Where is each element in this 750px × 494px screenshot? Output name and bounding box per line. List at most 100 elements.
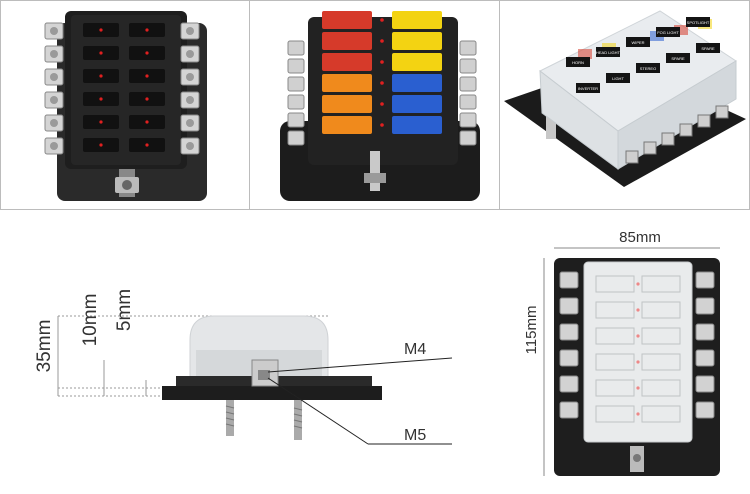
- terminal-screw: [287, 112, 305, 128]
- led-indicator: [636, 412, 640, 416]
- fuse-outline: [641, 379, 681, 397]
- fuse-outline: [595, 301, 635, 319]
- terminal-screw: [559, 297, 579, 315]
- fuse-outline: [595, 353, 635, 371]
- side-dimension-drawing: 35mm 10mm 5mm M4 M5: [34, 289, 453, 445]
- label-sticker: [576, 83, 600, 93]
- side-bolt: [546, 111, 556, 139]
- terminal-screw: [287, 58, 305, 74]
- dim-10-label: 10mm: [80, 294, 101, 347]
- terminal-screw: [287, 40, 305, 56]
- terminal-screws: [44, 22, 200, 155]
- photo-fuse-block-top: [0, 0, 250, 210]
- fuse-outline: [641, 301, 681, 319]
- terminal-screw: [559, 271, 579, 289]
- label-stickers: HORN HEAD LIGHT WIPER FOG LIGHT SPOTLIGHT INV…: [566, 17, 720, 93]
- terminal-screw: [559, 323, 579, 341]
- led-indicator: [636, 282, 640, 286]
- terminal-screw: [287, 94, 305, 110]
- terminal-screw: [695, 375, 715, 393]
- terminal-screw: [625, 150, 639, 164]
- colored-fuses: [322, 11, 442, 134]
- led-indicator: [145, 28, 149, 32]
- label-sticker-text: HORN: [572, 60, 584, 65]
- fuse: [578, 49, 592, 59]
- label-sticker-text: SPARE: [701, 46, 715, 51]
- label-sticker: [596, 47, 620, 57]
- terminal-screw: [287, 130, 305, 146]
- label-sticker-text: INVERTER: [578, 86, 598, 91]
- fuse: [322, 53, 372, 71]
- label-sticker-text: FOG LIGHT: [657, 30, 679, 35]
- terminal-screw: [459, 58, 477, 74]
- label-sticker: [656, 27, 680, 37]
- fuse-outline: [595, 405, 635, 423]
- top-dimension-drawing: 85mm 115mm: [523, 229, 720, 476]
- callout-m4-line: [267, 357, 453, 373]
- photo-fuse-block-covered: HORN HEAD LIGHT WIPER FOG LIGHT SPOTLIGHT INV…: [499, 0, 750, 210]
- label-sticker: [666, 53, 690, 63]
- height-dim-label: 115mm: [523, 306, 540, 355]
- label-sticker-text: STEREO: [640, 66, 656, 71]
- led-indicator: [380, 60, 384, 64]
- center-bolt: [370, 151, 380, 191]
- fuse-block-top-svg: [44, 11, 207, 201]
- fuse: [322, 74, 372, 92]
- fuse-slots: [83, 23, 165, 152]
- label-sticker: [636, 63, 660, 73]
- led-indicator: [99, 74, 103, 78]
- led-indicator: [99, 51, 103, 55]
- fuse-outlines: [595, 275, 681, 423]
- photo-fuse-block-colored: [249, 0, 500, 210]
- led-indicator: [145, 74, 149, 78]
- label-sticker: [626, 37, 650, 47]
- callout-m5-line: [267, 377, 369, 445]
- terminal-screw: [695, 401, 715, 419]
- fuse-outline: [641, 353, 681, 371]
- terminal-screw: [661, 132, 675, 146]
- fuse: [392, 116, 442, 134]
- label-sticker: [606, 73, 630, 83]
- terminal-screw: [643, 141, 657, 155]
- fuse: [674, 25, 688, 35]
- fuse: [322, 116, 372, 134]
- fuse: [322, 32, 372, 50]
- fuse: [322, 95, 372, 113]
- fuse-outline: [595, 275, 635, 293]
- led-indicator: [636, 360, 640, 364]
- led-indicator: [380, 102, 384, 106]
- fuse-outline: [595, 379, 635, 397]
- fuse-outline: [595, 327, 635, 345]
- fuse-outline: [641, 275, 681, 293]
- fuse-outline: [641, 405, 681, 423]
- cover-top: [583, 261, 693, 443]
- terminal-screw: [715, 105, 729, 119]
- label-sticker-text: HEAD LIGHT: [596, 50, 621, 55]
- terminal-screw: [679, 123, 693, 137]
- terminal-screw: [459, 112, 477, 128]
- terminal-screw: [695, 297, 715, 315]
- terminal-screw: [697, 114, 711, 128]
- fuse-block-covered-svg: HORN HEAD LIGHT WIPER FOG LIGHT SPOTLIGHT INV…: [504, 10, 746, 187]
- label-sticker-text: LIGHT: [612, 76, 624, 81]
- label-sticker-text: WIPER: [631, 40, 644, 45]
- terminal-screws: [559, 271, 715, 419]
- fuse: [392, 74, 442, 92]
- terminal-screw: [459, 40, 477, 56]
- led-indicator: [636, 334, 640, 338]
- led-indicator: [99, 143, 103, 147]
- led-indicator: [99, 120, 103, 124]
- terminal-screws: [287, 40, 477, 146]
- terminal-screws: [625, 105, 729, 164]
- led-indicator: [636, 308, 640, 312]
- terminal-screw: [559, 401, 579, 419]
- fuse: [392, 95, 442, 113]
- fuse-outline: [641, 327, 681, 345]
- mount-screws: [225, 400, 303, 440]
- led-indicator: [145, 97, 149, 101]
- label-sticker-text: SPARE: [671, 56, 685, 61]
- callout-m5-label: M5: [404, 427, 426, 444]
- led-indicator: [380, 18, 384, 22]
- terminal-screw: [287, 76, 305, 92]
- label-sticker-text: SPOTLIGHT: [687, 20, 710, 25]
